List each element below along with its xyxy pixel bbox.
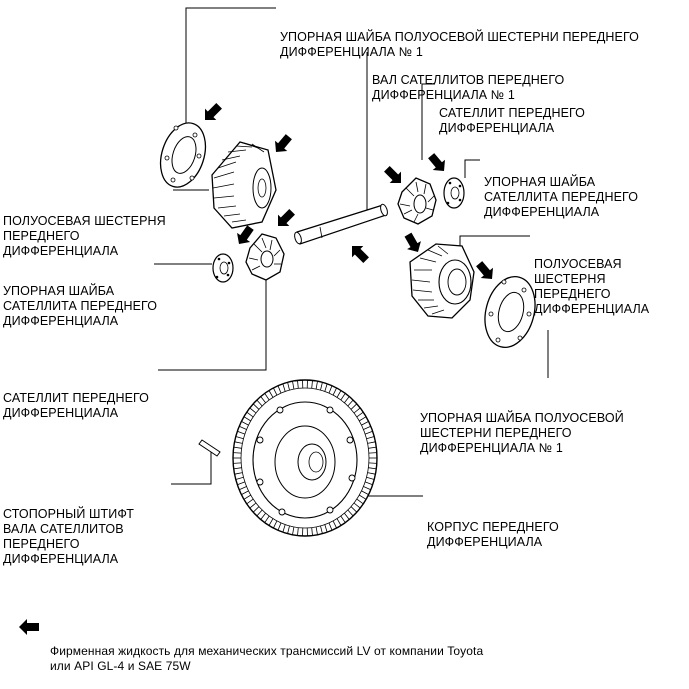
legend-text: Фирменная жидкость для механических тран…	[50, 614, 483, 689]
pinion-thrust-washer-left	[213, 254, 233, 282]
pinion-thrust-washer-right	[444, 178, 464, 208]
side-gear-thrust-washer-top	[153, 117, 213, 193]
pinion-left	[246, 234, 284, 280]
side-gear-right	[410, 244, 474, 318]
exploded-diagram: УПОРНАЯ ШАЙБА ПОЛУОСЕВОЙ ШЕСТЕРНИ ПЕРЕДН…	[0, 0, 689, 659]
pinion-shaft	[293, 203, 388, 244]
arrow-left-icon	[19, 619, 39, 635]
pinion-right	[398, 178, 436, 224]
differential-case	[233, 380, 377, 536]
side-gear-left	[212, 142, 276, 228]
lock-pin	[199, 440, 220, 456]
side-gear-thrust-washer-bottom	[478, 271, 543, 353]
